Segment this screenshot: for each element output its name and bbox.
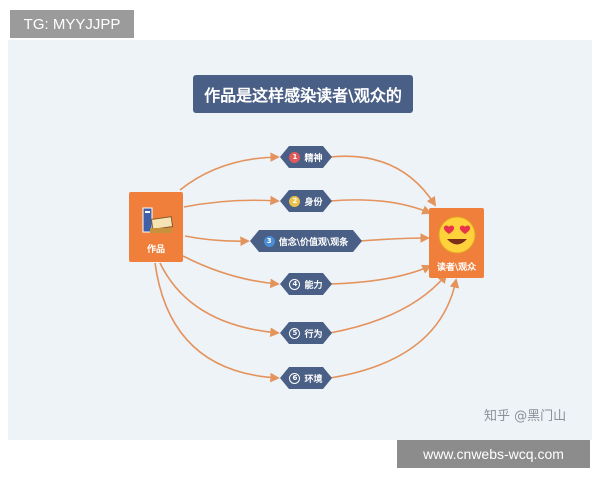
arrow-node-3-to-target [359, 233, 430, 243]
target-box-readers: 读者\观众 [429, 208, 484, 278]
books-icon [142, 207, 174, 233]
node-1-label: 精神 [304, 153, 323, 164]
node-2-number: 2 [289, 196, 300, 207]
arrow-source-to-node-5 [159, 262, 280, 338]
node-4-number: 4 [289, 279, 300, 290]
node-2-label: 身份 [304, 197, 323, 208]
heart-eyes-emoji-icon [438, 216, 475, 254]
node-3-number: 3 [264, 236, 275, 247]
node-3: 3 信念\价值观\观条 [250, 230, 362, 252]
watermark-site-badge: www.cnwebs-wcq.com [397, 440, 590, 468]
watermark-zhihu: 知乎 @黑门山 [484, 409, 567, 424]
arrow-node-5-to-target [329, 273, 448, 334]
source-box-label: 作品 [146, 245, 165, 255]
node-1: 1 精神 [280, 146, 332, 168]
arrow-source-to-node-6 [154, 262, 280, 383]
target-box-label: 读者\观众 [436, 263, 477, 273]
arrow-source-to-node-4 [182, 255, 280, 289]
node-1-number: 1 [289, 152, 300, 163]
node-6-number: 6 [289, 373, 300, 384]
node-5: 5 行为 [280, 322, 332, 344]
node-5-label: 行为 [304, 329, 323, 340]
arrow-node-4-to-target [329, 264, 432, 285]
node-3-label: 信念\价值观\观条 [278, 237, 349, 248]
arrow-source-to-node-2 [183, 195, 280, 208]
node-6-label: 环境 [304, 374, 323, 385]
diagram-title: 作品是这样感染读者\观众的 [193, 75, 413, 113]
arrow-source-to-node-1 [179, 152, 280, 191]
source-box-works: 作品 [129, 192, 183, 262]
watermark-tg-badge: TG: MYYJJPP [10, 10, 134, 38]
node-4: 4 能力 [280, 273, 332, 295]
node-4-label: 能力 [304, 280, 323, 291]
node-5-number: 5 [289, 328, 300, 339]
arrow-node-1-to-target [329, 155, 437, 207]
node-2: 2 身份 [280, 190, 332, 212]
arrow-source-to-node-3 [184, 235, 250, 247]
arrow-node-2-to-target [329, 199, 432, 215]
arrow-node-6-to-target [329, 278, 460, 379]
node-6: 6 环境 [280, 367, 332, 389]
